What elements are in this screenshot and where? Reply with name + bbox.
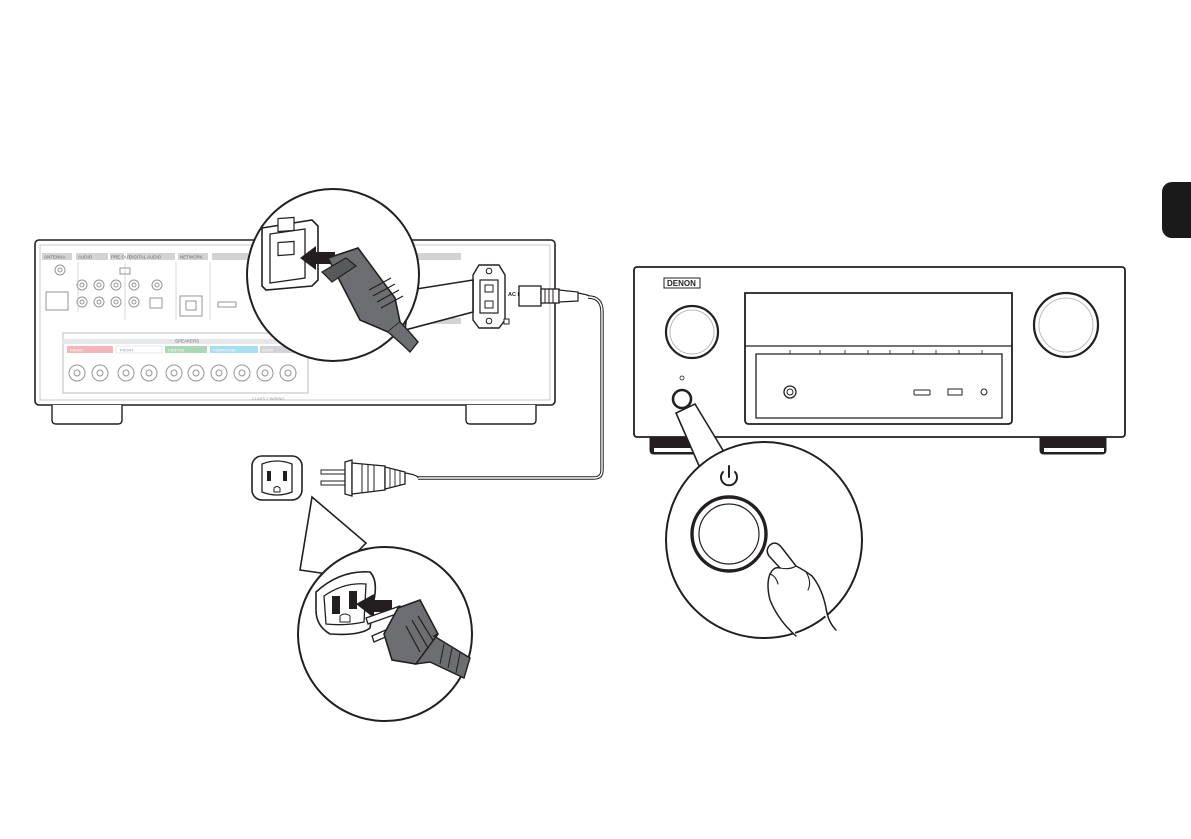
label-audio: AUDIO (78, 255, 93, 260)
label-antenna: ANTENNA (44, 255, 66, 260)
label-surr: SURR (262, 348, 273, 353)
label-digital-audio: DIGITAL AUDIO (129, 255, 162, 260)
label-front-l: FRONT (70, 348, 84, 353)
power-cord-inlet-plug (519, 286, 590, 306)
label-speakers: SPEAKERS (175, 339, 199, 344)
label-impedance: CLASS 2 WIRING (252, 396, 284, 401)
hdmi-port (914, 390, 930, 395)
rear-foot-left (52, 405, 122, 424)
label-center: CENTER (168, 348, 185, 353)
status-led (680, 376, 684, 380)
brand-name: DENON (667, 279, 696, 288)
outlet-zoom-callout (298, 497, 472, 721)
wall-outlet (252, 456, 302, 500)
power-button[interactable] (673, 390, 691, 408)
setup-mic-jack (981, 389, 987, 395)
master-volume-knob[interactable] (1034, 293, 1098, 357)
input-selector-knob[interactable] (666, 306, 718, 358)
rear-foot-right (466, 405, 536, 424)
wall-plug (321, 460, 418, 496)
label-front-r: FRONT (120, 348, 134, 353)
usb-port (948, 389, 962, 395)
power-zoom-callout (666, 404, 862, 638)
ac-inlet (473, 265, 509, 328)
label-surround: SURROUND (213, 348, 236, 353)
label-network: NETWORK (180, 255, 203, 260)
front-door (756, 354, 1002, 418)
